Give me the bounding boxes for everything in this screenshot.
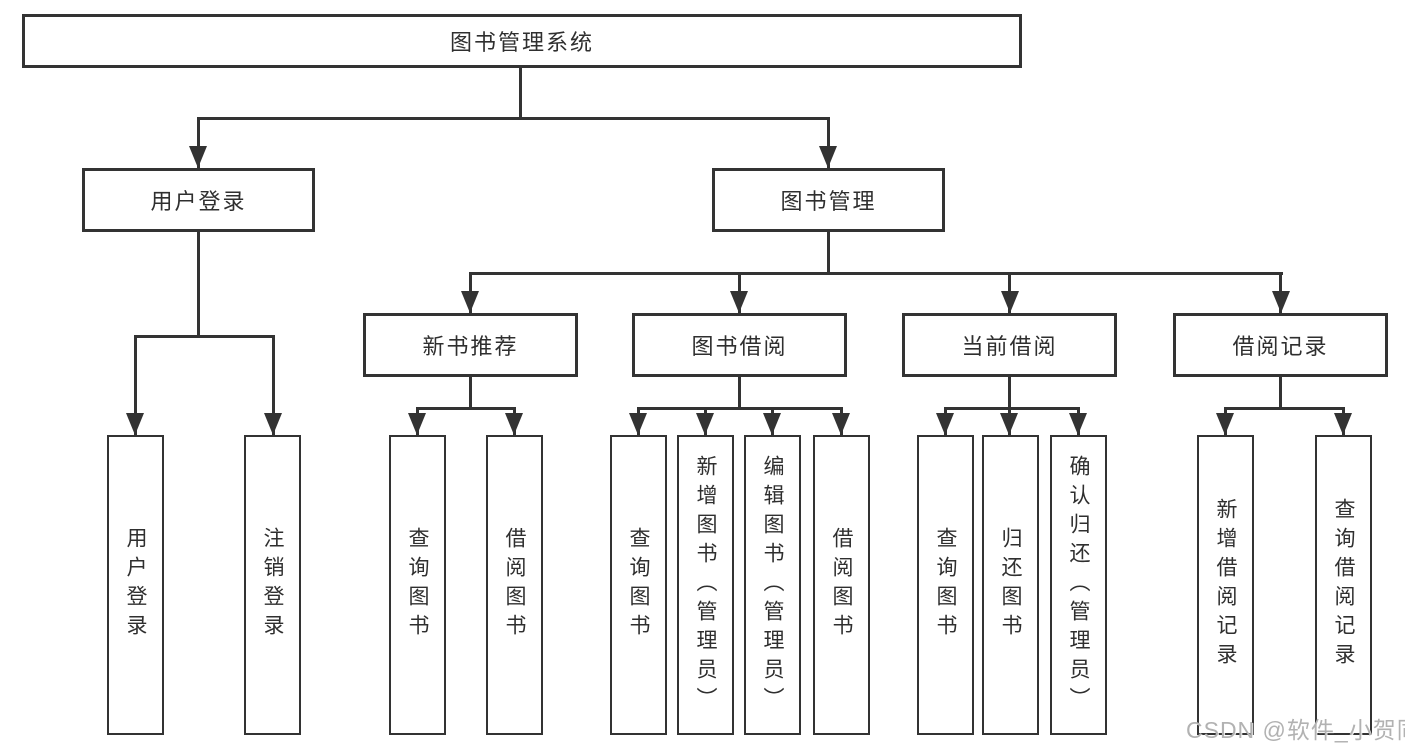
- connector-user-login-drop: [197, 232, 200, 335]
- leaf-label: 注销登录: [261, 527, 284, 643]
- leaf-label: 归还图书: [999, 527, 1022, 643]
- node-label: 当前借阅: [961, 334, 1058, 359]
- arrow-down-icon: [408, 413, 426, 435]
- leaf-add-books-admin: 新增图书（管理员）: [677, 435, 734, 735]
- connector-current-borrow-bus: [944, 407, 1080, 410]
- node-label: 新书推荐: [422, 334, 519, 359]
- leaf-logout: 注销登录: [244, 435, 301, 735]
- leaf-user-login: 用户登录: [107, 435, 164, 735]
- node-label: 用户登录: [150, 189, 247, 214]
- leaf-label: 借阅图书: [503, 527, 526, 643]
- connector-book-mgmt-drop: [827, 232, 830, 272]
- connector-borrow-record-drop: [1279, 377, 1282, 407]
- node-label: 图书借阅: [691, 334, 788, 359]
- arrow-down-icon: [629, 413, 647, 435]
- leaf-edit-books-admin: 编辑图书（管理员）: [744, 435, 801, 735]
- arrow-down-icon: [189, 146, 207, 168]
- arrow-down-icon: [1001, 291, 1019, 313]
- connector-user-login-bus: [134, 335, 274, 338]
- arrow-down-icon: [1216, 413, 1234, 435]
- leaf-borrow-books: 借阅图书: [486, 435, 543, 735]
- arrow-down-icon: [763, 413, 781, 435]
- node-user-login: 用户登录: [82, 168, 315, 232]
- arrow-down-icon: [832, 413, 850, 435]
- arrow-down-icon: [126, 413, 144, 435]
- leaf-label: 新增图书（管理员）: [694, 454, 717, 716]
- connector-new-book-bus: [416, 407, 516, 410]
- watermark: CSDN @软件_小贺同学: [1186, 717, 1405, 743]
- arrow-down-icon: [1000, 413, 1018, 435]
- leaf-return-books: 归还图书: [982, 435, 1039, 735]
- leaf-label: 用户登录: [124, 527, 147, 643]
- leaf-label: 查询图书: [627, 527, 650, 643]
- leaf-query-borrow-record: 查询借阅记录: [1315, 435, 1372, 735]
- connector-book-borrow-bus: [637, 407, 843, 410]
- arrow-down-icon: [1334, 413, 1352, 435]
- connector-to-login-leaf: [134, 335, 137, 435]
- leaf-borrow-books: 借阅图书: [813, 435, 870, 735]
- node-new-book-recommend: 新书推荐: [363, 313, 578, 377]
- connector-current-borrow-drop: [1008, 377, 1011, 407]
- leaf-query-books: 查询图书: [389, 435, 446, 735]
- arrow-down-icon: [1272, 291, 1290, 313]
- connector-to-logout-leaf: [272, 335, 275, 435]
- leaf-add-borrow-record: 新增借阅记录: [1197, 435, 1254, 735]
- node-current-borrowing: 当前借阅: [902, 313, 1117, 377]
- leaf-label: 新增借阅记录: [1214, 498, 1237, 672]
- arrow-down-icon: [696, 413, 714, 435]
- leaf-label: 查询借阅记录: [1332, 498, 1355, 672]
- connector-borrow-record-bus: [1224, 407, 1345, 410]
- leaf-confirm-return-admin: 确认归还（管理员）: [1050, 435, 1107, 735]
- arrow-down-icon: [505, 413, 523, 435]
- leaf-query-books: 查询图书: [917, 435, 974, 735]
- leaf-label: 查询图书: [406, 527, 429, 643]
- arrow-down-icon: [264, 413, 282, 435]
- node-library-management-system: 图书管理系统: [22, 14, 1022, 68]
- node-book-management: 图书管理: [712, 168, 945, 232]
- connector-new-book-drop: [469, 377, 472, 407]
- arrow-down-icon: [461, 291, 479, 313]
- node-label: 图书管理系统: [449, 30, 594, 55]
- node-borrowing-records: 借阅记录: [1173, 313, 1388, 377]
- node-label: 借阅记录: [1232, 334, 1329, 359]
- leaf-label: 编辑图书（管理员）: [761, 454, 784, 716]
- connector-to-user-login: [197, 117, 200, 168]
- leaf-query-books: 查询图书: [610, 435, 667, 735]
- connector-level2-bus: [197, 117, 830, 120]
- connector-root-drop: [519, 68, 522, 117]
- connector-to-book-mgmt: [827, 117, 830, 168]
- node-book-borrowing: 图书借阅: [632, 313, 847, 377]
- leaf-label: 确认归还（管理员）: [1067, 454, 1090, 716]
- node-label: 图书管理: [780, 189, 877, 214]
- leaf-label: 查询图书: [934, 527, 957, 643]
- connector-level3-bus: [469, 272, 1283, 275]
- arrow-down-icon: [1069, 413, 1087, 435]
- arrow-down-icon: [730, 291, 748, 313]
- arrow-down-icon: [819, 146, 837, 168]
- connector-book-borrow-drop: [738, 377, 741, 407]
- arrow-down-icon: [936, 413, 954, 435]
- leaf-label: 借阅图书: [830, 527, 853, 643]
